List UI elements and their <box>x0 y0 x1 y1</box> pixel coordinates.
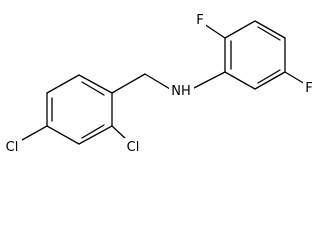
double-bond <box>81 124 105 139</box>
f-top-label: F <box>196 13 203 28</box>
atom-f-top: F <box>194 11 206 28</box>
atom-f-right: F <box>303 79 315 96</box>
bond <box>224 20 256 39</box>
nh-label: NH <box>171 84 191 99</box>
f-right-label: F <box>305 81 312 96</box>
molecule-structure: NH F F Cl Cl <box>2 11 315 155</box>
dichlorophenyl-ring <box>46 74 113 145</box>
atom-cl-left: Cl <box>2 138 22 155</box>
bond <box>78 125 113 145</box>
bond-ch2 <box>111 73 146 94</box>
bond <box>254 71 286 90</box>
bond <box>254 20 286 39</box>
atom-cl-right: Cl <box>123 138 143 155</box>
bond-c-cl <box>111 125 128 141</box>
bond-c-cl <box>21 125 48 141</box>
bond <box>224 71 256 90</box>
difluorophenyl-ring <box>224 20 286 90</box>
bond <box>46 74 80 94</box>
double-bond <box>257 69 281 84</box>
cl-right-label: Cl <box>127 140 140 155</box>
cl-left-label: Cl <box>6 140 19 155</box>
double-bond <box>257 26 281 41</box>
bond <box>46 125 80 145</box>
atom-nh: NH <box>169 82 194 99</box>
bond-c-f <box>284 71 306 85</box>
structure-canvas: NH F F Cl Cl <box>2 11 315 155</box>
bond-c-f <box>203 23 226 39</box>
double-bond <box>81 81 105 96</box>
bond <box>78 74 113 94</box>
bond-ch2-n <box>144 73 171 90</box>
bond-n-aryl <box>191 71 226 90</box>
